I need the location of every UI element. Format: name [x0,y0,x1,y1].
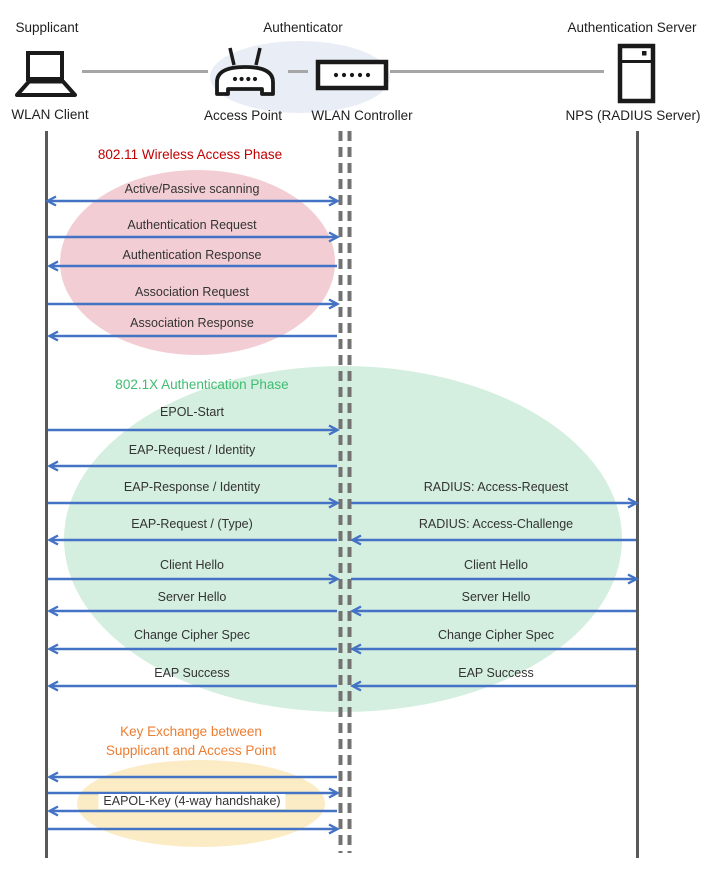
laptop-icon [15,51,77,97]
node-access-point: Access Point [203,108,283,123]
phase1-title: 802.11 Wireless Access Phase [97,147,283,162]
wlan-controller-icon [315,59,389,91]
phase3-title-line2: Supplicant and Access Point [105,743,277,758]
message-label: Active/Passive scanning [124,182,260,196]
message-label: EAP-Request / Identity [128,443,256,457]
phase3-title-line1: Key Exchange between [120,724,262,739]
node-wlan-controller: WLAN Controller [311,108,413,123]
message-label: Server Hello [157,590,227,604]
message-label: RADIUS: Access-Challenge [418,517,574,531]
node-nps-radius-server: NPS (RADIUS Server) [565,108,701,123]
role-supplicant: Supplicant [15,20,79,35]
message-label: RADIUS: Access-Request [423,480,569,494]
message-label: Client Hello [464,558,528,572]
message-label: EPOL-Start [160,405,224,419]
role-authenticator: Authenticator [263,20,343,35]
message-label: EAP-Response / Identity [123,480,261,494]
message-label: Association Request [135,285,249,299]
message-label: Authentication Response [122,248,262,262]
message-label: Authentication Request [127,218,257,232]
message-label: Change Cipher Spec [133,628,251,642]
message-label: EAP Success [458,666,534,680]
message-label: Server Hello [461,590,531,604]
role-authentication-server: Authentication Server [567,20,697,35]
phase2-title: 802.1X Authentication Phase [115,377,289,392]
server-icon [617,43,656,104]
message-label: EAP Success [154,666,230,680]
node-wlan-client: WLAN Client [11,107,89,122]
message-label: Association Response [130,316,254,330]
message-label: EAP-Request / (Type) [131,517,253,531]
message-label: EAPOL-Key (4-way handshake) [98,794,286,809]
access-point-icon [215,47,275,96]
message-label: Client Hello [160,558,224,572]
phase3-title: Key Exchange between Supplicant and Acce… [106,722,276,760]
message-label: Change Cipher Spec [437,628,555,642]
